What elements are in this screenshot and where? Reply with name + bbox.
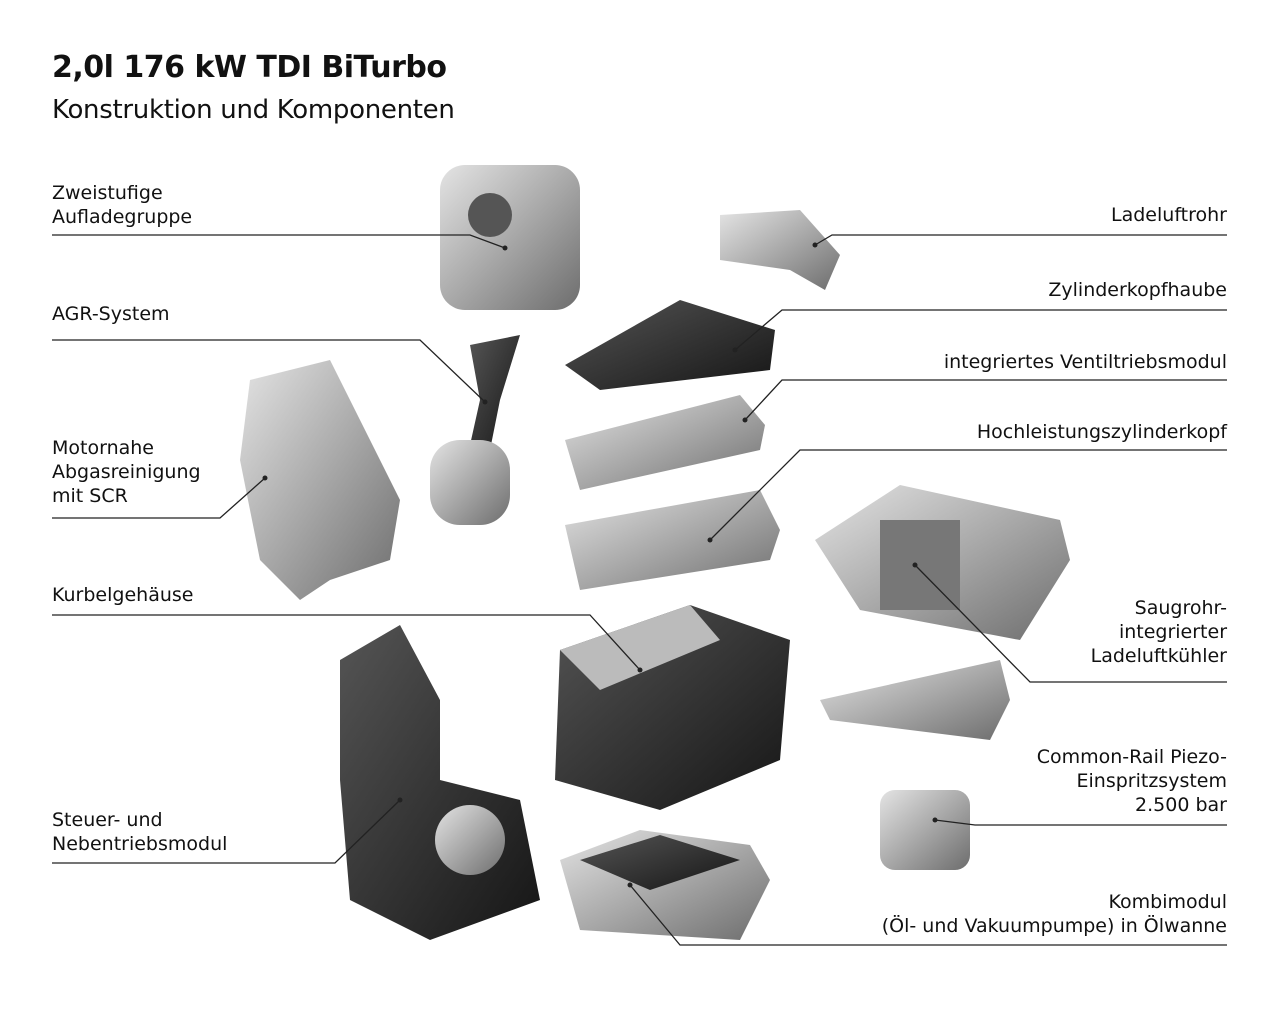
label-line: Einspritzsystem (1076, 770, 1228, 792)
part-charge-air-pipe (720, 210, 840, 290)
label-line: (Öl- und Vakuumpumpe) in Ölwanne (881, 915, 1227, 937)
leader-line-steuer (52, 799, 401, 864)
label-line: mit SCR (52, 485, 128, 507)
label-kurbelgehaeuse: Kurbelgehäuse (52, 583, 193, 607)
diagram-subtitle: Konstruktion und Komponenten (52, 95, 455, 125)
leader-line-commonrail (934, 819, 1227, 826)
label-abgasreinigung: Motornahe Abgasreinigung mit SCR (52, 436, 201, 508)
leader-line-ventiltrieb (744, 379, 1227, 421)
part-egr-system (430, 335, 520, 525)
label-zylinderkopf: Hochleistungszylinderkopf (977, 420, 1227, 444)
label-aufladegruppe: Zweistufige Aufladegruppe (52, 181, 192, 229)
label-zylinderkopfhaube: Zylinderkopfhaube (1048, 278, 1227, 302)
label-line: integrierter (1118, 621, 1227, 643)
label-ladeluftkuehler: Saugrohr- integrierter Ladeluftkühler (1091, 596, 1227, 668)
label-line: Kombimodul (1108, 891, 1228, 913)
label-agr-system: AGR-System (52, 302, 170, 326)
label-ladeluftrohr: Ladeluftrohr (1111, 203, 1227, 227)
leader-line-zylinderkopfhaube (734, 309, 1227, 351)
label-line: Ladeluftkühler (1090, 645, 1227, 667)
leader-line-kurbelgehaeuse (52, 614, 641, 671)
part-intercooler (815, 485, 1070, 640)
label-line: Zylinderkopfhaube (1048, 279, 1227, 301)
part-common-rail (820, 660, 1010, 870)
leader-line-agr (52, 339, 486, 403)
label-line: Nebentriebsmodul (52, 833, 228, 855)
part-cylinder-head (565, 490, 780, 590)
label-line: Motornahe (52, 437, 154, 459)
label-common-rail: Common-Rail Piezo- Einspritzsystem 2.500… (1037, 745, 1227, 817)
part-cylinder-head-cover (565, 300, 775, 390)
leader-line-ladeluftrohr (814, 234, 1227, 246)
label-steuer-nebentriebsmodul: Steuer- und Nebentriebsmodul (52, 808, 227, 856)
label-line: 2.500 bar (1135, 794, 1227, 816)
label-line: Saugrohr- (1134, 597, 1227, 619)
label-line: Zweistufige (52, 182, 163, 204)
label-line: Hochleistungszylinderkopf (976, 421, 1227, 443)
label-kombimodul: Kombimodul (Öl- und Vakuumpumpe) in Ölwa… (882, 890, 1227, 938)
label-line: integriertes Ventiltriebsmodul (943, 351, 1227, 373)
leader-line-abgas (52, 477, 266, 519)
leader-line-aufladegruppe (52, 234, 506, 249)
label-line: AGR-System (52, 303, 170, 325)
diagram-title: 2,0l 176 kW TDI BiTurbo (52, 50, 447, 85)
label-line: Steuer- und (52, 809, 163, 831)
part-turbocharger (440, 165, 580, 310)
part-crankcase (555, 605, 790, 810)
leader-line-ladeluftkuehler (914, 564, 1227, 683)
label-line: Kurbelgehäuse (52, 584, 194, 606)
label-line: Abgasreinigung (52, 461, 201, 483)
label-line: Ladeluftrohr (1111, 204, 1227, 226)
leader-line-kombimodul (629, 884, 1227, 946)
part-exhaust-aftertreatment (240, 360, 400, 600)
part-timing-module (340, 625, 540, 940)
label-ventiltriebsmodul: integriertes Ventiltriebsmodul (944, 350, 1227, 374)
label-line: Common-Rail Piezo- (1036, 746, 1227, 768)
part-valve-train-module (565, 395, 765, 490)
label-line: Aufladegruppe (52, 206, 193, 228)
leader-line-zylinderkopf (709, 449, 1227, 541)
part-oil-pan (560, 830, 770, 940)
